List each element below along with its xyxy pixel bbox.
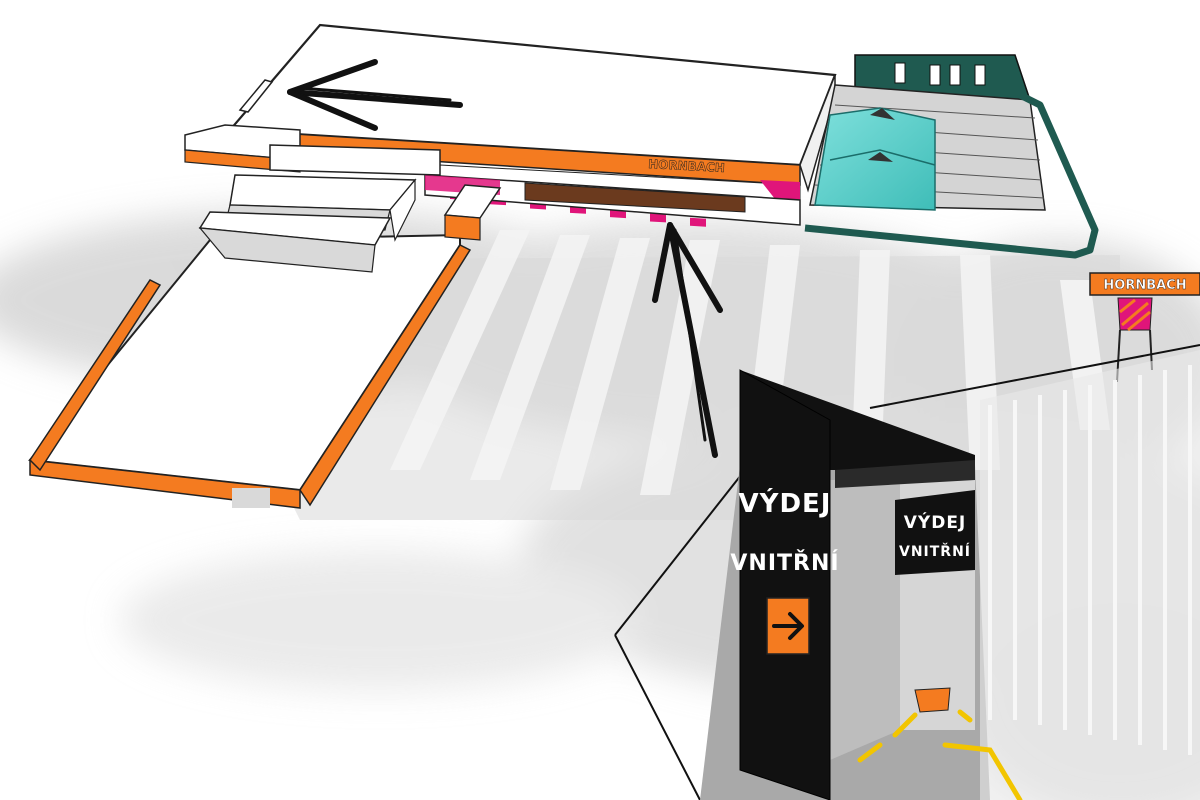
arrow-right-icon [766,597,810,655]
pickup-bay-inset: VÝDEJ VNITŘNÍ VÝDEJ VNITŘNÍ [700,350,1200,800]
pylon-brand: HORNBACH [1103,278,1186,293]
pickup-sign-inner-line2: VNITŘNÍ [899,543,971,560]
zoom-callout [614,344,1200,800]
pickup-sign-outer-line1: VÝDEJ [739,487,832,519]
pickup-sign-outer-line2: VNITŘNÍ [730,550,839,576]
pickup-sign-inner-line1: VÝDEJ [904,511,967,533]
store-roof-brand: HORNBACH [648,157,725,175]
arrow-left-icon [287,59,463,131]
main-store-building: HORNBACH [227,23,837,227]
garden-glasshouse [804,54,1099,259]
arrow-up-icon [652,222,723,458]
annex-building [184,124,441,273]
pickup-canopy [424,174,801,241]
brand-pylon: HORNBACH [1089,272,1200,383]
garden-centre-building [28,233,472,509]
